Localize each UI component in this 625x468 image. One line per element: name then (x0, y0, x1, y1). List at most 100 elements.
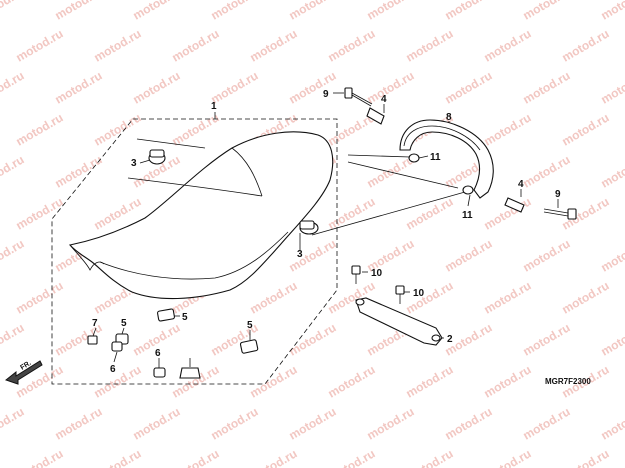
callout-bolt-bracket-a: 10 (371, 268, 383, 279)
callout-collar-lower: 4 (518, 179, 524, 190)
watermark-text: motod.ru (521, 320, 573, 358)
watermark-text: motod.ru (248, 362, 300, 400)
callout-seat-bracket: 2 (447, 334, 453, 345)
washer-11-upper (408, 153, 420, 163)
watermark-text: motod.ru (0, 236, 27, 274)
watermark-text: motod.ru (14, 110, 66, 148)
watermark-text: motod.ru (521, 236, 573, 274)
callout-rubber-b: 5 (121, 318, 127, 329)
seat-bracket (355, 297, 443, 346)
leader-lines (92, 92, 559, 368)
watermark-text: motod.ru (482, 110, 534, 148)
watermark-text: motod.ru (0, 404, 27, 442)
clip-6-c (179, 367, 201, 379)
watermark-text: motod.ru (287, 404, 339, 442)
clip-6-a (111, 341, 123, 352)
watermark-text: motod.ru (482, 446, 534, 468)
watermark-text: motod.ru (599, 68, 625, 106)
seat-cushion-left (148, 149, 166, 165)
watermark-text: motod.ru (599, 404, 625, 442)
watermark-text: motod.ru (404, 26, 456, 64)
watermark-text: motod.ru (482, 278, 534, 316)
watermark-text: motod.ru (443, 236, 495, 274)
callout-bolt-upper: 9 (323, 89, 329, 100)
watermark-text: motod.ru (92, 362, 144, 400)
collar-4-upper (366, 107, 385, 125)
watermark-text: motod.ru (365, 68, 417, 106)
callout-grab-rail: 8 (446, 112, 452, 123)
watermark-text: motod.ru (599, 236, 625, 274)
callout-cushion-right: 3 (297, 249, 303, 260)
watermark-text: motod.ru (521, 68, 573, 106)
watermark-text: motod.ru (248, 278, 300, 316)
grab-rail (399, 119, 494, 199)
watermark-text: motod.ru (287, 68, 339, 106)
watermark-text: motod.ru (365, 404, 417, 442)
watermark-text: motod.ru (209, 404, 261, 442)
callout-washer-upper: 11 (430, 152, 441, 163)
callout-clip-b: 6 (155, 348, 161, 359)
rubber-5-a (157, 308, 175, 322)
watermark-text: motod.ru (443, 0, 495, 23)
watermark-text: motod.ru (14, 194, 66, 232)
seat-assembly-frame (51, 118, 338, 385)
watermark-text: motod.ru (53, 152, 105, 190)
seat-cushion-right (299, 220, 319, 235)
watermark-text: motod.ru (326, 362, 378, 400)
watermark-text: motod.ru (404, 194, 456, 232)
watermark-text: motod.ru (482, 26, 534, 64)
bolt-9-lower (543, 208, 577, 220)
callout-washer-lower: 11 (462, 210, 473, 221)
watermark-text: motod.ru (521, 0, 573, 23)
watermark-text: motod.ru (53, 404, 105, 442)
bolt-9-upper (344, 87, 373, 107)
watermark-text: motod.ru (365, 0, 417, 23)
watermark-text: motod.ru (92, 446, 144, 468)
watermark-text: motod.ru (404, 278, 456, 316)
watermark-text: motod.ru (287, 0, 339, 23)
watermark-text: motod.ru (560, 278, 612, 316)
watermark-text: motod.ru (248, 446, 300, 468)
callout-seat: 1 (211, 101, 217, 112)
washer-11-lower (462, 185, 474, 195)
watermark-text: motod.ru (326, 26, 378, 64)
diagram-code: MGR7F2300 (545, 377, 591, 386)
watermark-text: motod.ru (170, 26, 222, 64)
callout-clip-a: 6 (110, 364, 116, 375)
watermark-text: motod.ru (53, 68, 105, 106)
watermark-text: motod.ru (404, 446, 456, 468)
watermark-text: motod.ru (0, 320, 27, 358)
bolt-10-b (395, 285, 405, 304)
watermark-text: motod.ru (521, 152, 573, 190)
watermark-text: motod.ru (599, 0, 625, 23)
watermark-text: motod.ru (560, 110, 612, 148)
callout-bolt-lower: 9 (555, 189, 561, 200)
front-marker: FR. (19, 360, 32, 372)
watermark-text: motod.ru (92, 110, 144, 148)
watermark-text: motod.ru (0, 152, 27, 190)
callout-rubber-a: 5 (182, 312, 188, 323)
watermark-text: motod.ru (599, 320, 625, 358)
watermark-text: motod.ru (0, 0, 27, 23)
watermark-text: motod.ru (560, 446, 612, 468)
clip-6-b (153, 367, 166, 378)
watermark-text: motod.ru (521, 404, 573, 442)
watermark-text: motod.ru (53, 0, 105, 23)
callout-collar-upper: 4 (381, 94, 387, 105)
collar-4-lower (504, 197, 525, 213)
callout-bolt-bracket-b: 10 (413, 288, 425, 299)
watermark-text: motod.ru (92, 26, 144, 64)
watermark-text: motod.ru (131, 0, 183, 23)
callout-nut: 7 (92, 318, 98, 329)
callout-cushion-left: 3 (131, 158, 137, 169)
watermark-text: motod.ru (170, 446, 222, 468)
watermark-text: motod.ru (131, 404, 183, 442)
watermark-text: motod.ru (0, 68, 27, 106)
watermark-text: motod.ru (443, 404, 495, 442)
watermark-text: motod.ru (560, 194, 612, 232)
callout-rubber-c: 5 (247, 320, 253, 331)
front-arrow-icon: FR. (4, 360, 43, 385)
watermark-text: motod.ru (482, 362, 534, 400)
watermark-text: motod.ru (287, 236, 339, 274)
